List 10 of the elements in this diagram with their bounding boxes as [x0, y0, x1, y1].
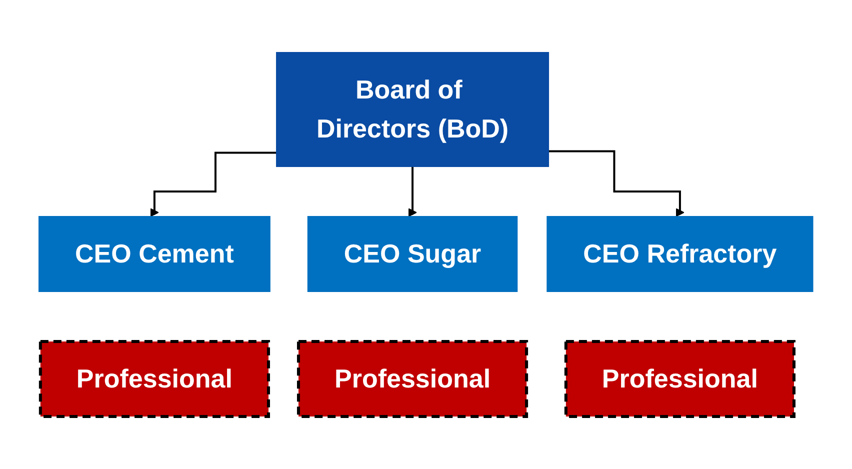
- arrow: [150, 152, 277, 217]
- node-box: Professional: [297, 340, 528, 418]
- node-box: Professional: [564, 340, 796, 418]
- node-box: CEO Refractory: [546, 216, 814, 292]
- node-box: CEO Cement: [38, 216, 271, 292]
- node-box: CEO Sugar: [308, 216, 518, 292]
- arrow: [408, 166, 418, 217]
- node-box: Professional: [39, 340, 270, 418]
- node-box: Board of Directors (BoD): [276, 52, 550, 167]
- arrow: [548, 150, 684, 217]
